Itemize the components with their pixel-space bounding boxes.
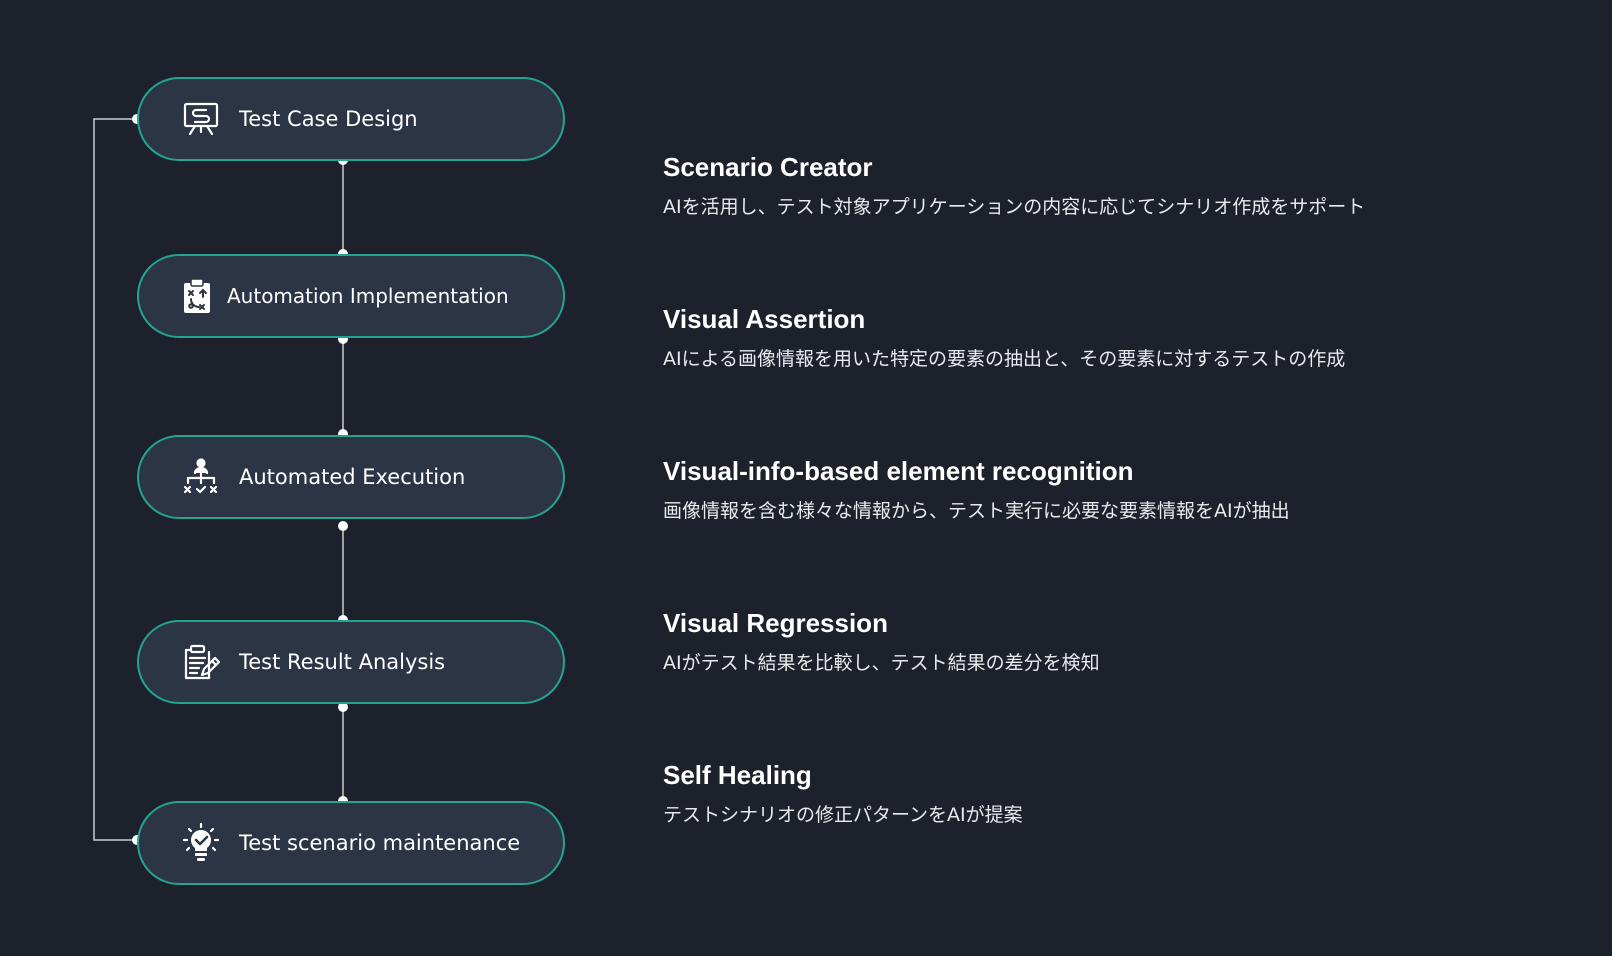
feature-title: Visual-info-based element recognition — [663, 456, 1134, 486]
feature-description: AIによる画像情報を用いた特定の要素の抽出と、その要素に対するテストの作成 — [663, 348, 1346, 370]
step-test-case-design: Test Case Design — [137, 77, 565, 161]
feature-visual-info-element-recognition: Visual-info-based element recognition 画像… — [663, 456, 1290, 524]
feature-description: 画像情報を含む様々な情報から、テスト実行に必要な要素情報をAIが抽出 — [663, 500, 1290, 522]
loop-connector-line — [93, 118, 137, 841]
feature-visual-regression: Visual Regression AIがテスト結果を比較し、テスト結果の差分を… — [663, 608, 1100, 676]
feature-title: Visual Assertion — [663, 304, 866, 334]
feature-description: AIを活用し、テスト対象アプリケーションの内容に応じてシナリオ作成をサポート — [663, 196, 1366, 218]
step-automated-execution: Automated Execution — [137, 435, 565, 519]
feature-title: Scenario Creator — [663, 152, 873, 182]
step-test-result-analysis: Test Result Analysis — [137, 620, 565, 704]
feature-scenario-creator: Scenario Creator AIを活用し、テスト対象アプリケーションの内容… — [663, 152, 1365, 220]
step-test-scenario-maintenance: Test scenario maintenance — [137, 801, 565, 885]
step-label: Test Result Analysis — [239, 650, 446, 674]
connector-dot — [338, 521, 348, 531]
lightbulb-check-icon — [181, 823, 221, 863]
feature-title: Visual Regression — [663, 608, 888, 638]
step-label: Automation Implementation — [227, 284, 509, 308]
step-automation-implementation: Automation Implementation — [137, 254, 565, 338]
feature-description: AIがテスト結果を比較し、テスト結果の差分を検知 — [663, 652, 1100, 674]
feature-description: テストシナリオの修正パターンをAIが提案 — [663, 804, 1023, 826]
step-label: Test Case Design — [239, 107, 418, 131]
clipboard-strategy-icon — [177, 276, 217, 316]
clipboard-edit-icon — [181, 642, 221, 682]
step-label: Test scenario maintenance — [239, 831, 521, 855]
step-label: Automated Execution — [239, 465, 466, 489]
feature-title: Self Healing — [663, 760, 812, 790]
presentation-board-icon — [181, 99, 221, 139]
feature-self-healing: Self Healing テストシナリオの修正パターンをAIが提案 — [663, 760, 1023, 828]
hierarchy-flow-icon — [181, 457, 221, 497]
feature-visual-assertion: Visual Assertion AIによる画像情報を用いた特定の要素の抽出と、… — [663, 304, 1345, 372]
